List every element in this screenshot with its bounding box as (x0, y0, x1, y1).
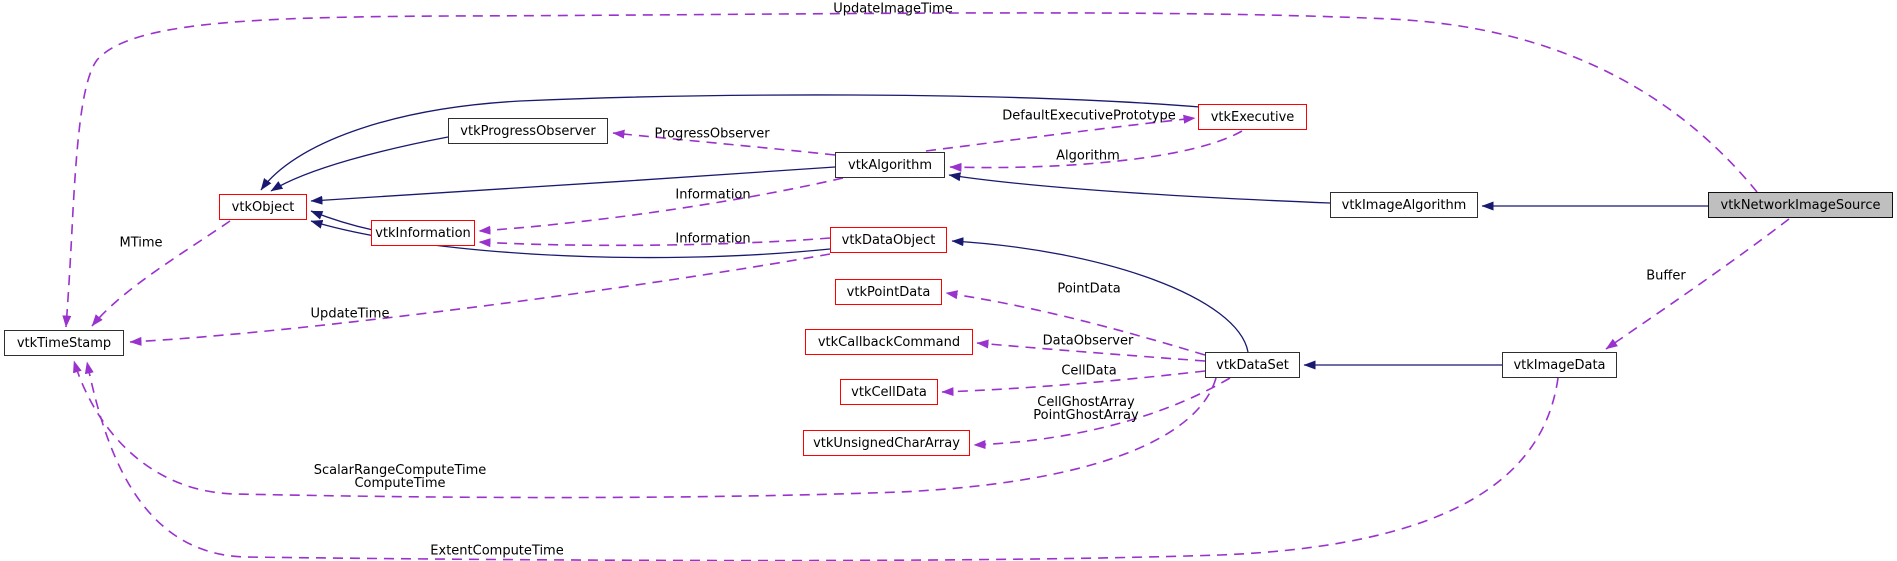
node-vtkExecutive[interactable]: vtkExecutive (1198, 104, 1307, 130)
node-vtkCellData[interactable]: vtkCellData (840, 379, 938, 405)
edge-usage-progressobserver (612, 129, 836, 156)
edge-label-line: CellData (1061, 363, 1117, 379)
edge-label-updatetime: UpdateTime (311, 308, 390, 321)
edge-usage-updatetime (129, 253, 831, 346)
node-vtkInformation[interactable]: vtkInformation (371, 220, 475, 246)
edge-inheritance-vtkdataset-to-vtkdataobject (951, 237, 1249, 353)
edge-usage-pointdata (945, 290, 1206, 356)
edge-label-dataobserver: DataObserver (1043, 335, 1134, 348)
edge-label-line: MTime (119, 235, 163, 251)
edge-label-progressobserver: ProgressObserver (654, 128, 769, 141)
node-vtkPointData[interactable]: vtkPointData (835, 279, 942, 305)
node-vtkObject[interactable]: vtkObject (219, 194, 307, 220)
node-vtkProgressObserver[interactable]: vtkProgressObserver (448, 118, 608, 144)
edge-usage-buffer (1605, 218, 1790, 350)
edge-inheritance-vtkdataobject-to-vtkobject (310, 220, 831, 259)
edge-usage-scalarrangecomputetime (73, 360, 1217, 499)
edge-label-line: UpdateTime (310, 306, 390, 322)
node-vtkImageData[interactable]: vtkImageData (1502, 352, 1617, 378)
edge-usage-information-algorithm (478, 177, 844, 235)
edge-label-celldata: CellData (1061, 365, 1116, 378)
node-vtkImageAlgorithm[interactable]: vtkImageAlgorithm (1330, 192, 1478, 218)
edge-label-line: ProgressObserver (654, 126, 770, 142)
edge-label-line: PointGhostArray (1033, 408, 1139, 423)
edge-label-line: Information (675, 231, 751, 247)
edge-usage-ghostarrays (973, 377, 1231, 450)
edge-label-line: ComputeTime (354, 476, 446, 491)
edge-label-information-1: Information (675, 189, 750, 202)
edge-usage-defaultexecutiveprototype (925, 114, 1196, 152)
edge-inheritance-vtkinformation-to-vtkobject (310, 210, 374, 231)
node-vtkUnsignedCharArray[interactable]: vtkUnsignedCharArray (803, 430, 970, 456)
edge-usage-celldata (941, 370, 1206, 397)
edge-inheritance-vtkprogressobserver-to-vtkobject (270, 136, 449, 192)
edge-label-line: DataObserver (1042, 333, 1134, 349)
node-vtkCallbackCommand[interactable]: vtkCallbackCommand (805, 329, 973, 355)
edge-label-defaultexecutiveprototype: DefaultExecutivePrototype (1002, 110, 1176, 123)
edge-label-line: PointData (1057, 281, 1121, 297)
edge-label-line: ExtentComputeTime (430, 543, 564, 559)
edge-inheritance-vtkalgorithm-to-vtkobject (310, 166, 836, 205)
edge-usage-information-dataobject (478, 237, 831, 248)
edge-label-information-2: Information (675, 233, 750, 246)
edge-label-line: UpdateImageTime (833, 1, 953, 17)
edge-usage-dataobserver (976, 339, 1206, 362)
node-vtkTimeStamp[interactable]: vtkTimeStamp (4, 330, 124, 356)
edge-inheritance-vtkimagealgorithm-to-vtkalgorithm (948, 172, 1331, 204)
node-vtkAlgorithm[interactable]: vtkAlgorithm (835, 152, 945, 178)
edge-label-buffer: Buffer (1646, 270, 1685, 283)
edge-label-extentcomputetime: ExtentComputeTime (430, 545, 563, 558)
edge-usage-algorithm (949, 130, 1243, 172)
edge-label-pointdata: PointData (1057, 283, 1120, 296)
edge-usage-extentcomputetime (84, 361, 1559, 561)
edge-usage-updateimagetime (62, 12, 1758, 328)
node-vtkDataSet[interactable]: vtkDataSet (1205, 352, 1300, 378)
edge-label-line: Algorithm (1056, 148, 1120, 164)
node-vtkNetworkImageSource: vtkNetworkImageSource (1708, 192, 1893, 218)
edge-inheritance-vtkexecutive-to-vtkobject (260, 94, 1201, 191)
edge-label-algorithm: Algorithm (1056, 150, 1120, 163)
edge-label-line: CellGhostArray (1037, 395, 1135, 410)
edge-label-line: DefaultExecutivePrototype (1002, 108, 1176, 124)
edge-label-line: ScalarRangeComputeTime (313, 463, 487, 478)
edge-label-updateimagetime: UpdateImageTime (833, 3, 953, 16)
edge-usage-mtime (91, 220, 231, 327)
edge-label-line: Information (675, 187, 751, 203)
edge-label-mtime: MTime (119, 237, 162, 250)
node-vtkDataObject[interactable]: vtkDataObject (830, 227, 947, 253)
edge-label-line: Buffer (1646, 268, 1686, 284)
